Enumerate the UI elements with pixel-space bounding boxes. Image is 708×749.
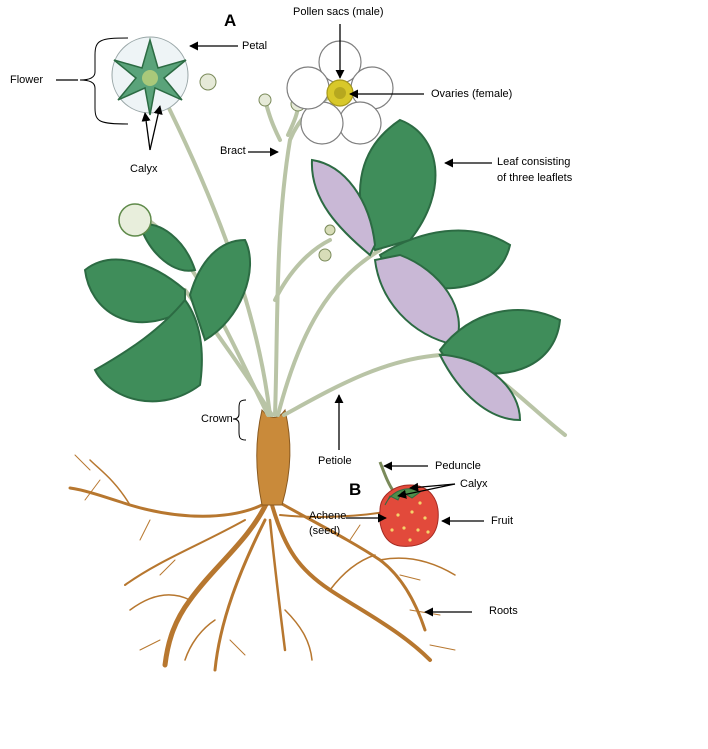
strawberry-fruit: [380, 462, 439, 546]
crown-label: Crown: [201, 413, 233, 426]
leaf-left: [85, 224, 250, 401]
ovaries-label: Ovaries (female): [431, 88, 512, 101]
bract-label: Bract: [220, 145, 246, 158]
roots-label: Roots: [489, 605, 518, 618]
crown-brace: [233, 400, 246, 440]
calyx-top-label: Calyx: [130, 163, 158, 176]
crown: [257, 410, 290, 505]
petiole-label: Petiole: [318, 455, 352, 468]
fruit-label: Fruit: [491, 515, 513, 528]
pollen-sacs-label: Pollen sacs (male): [293, 6, 383, 19]
petal-label: Petal: [242, 40, 267, 53]
panel-label-b: B: [349, 480, 361, 500]
flower-calyx-view: [112, 37, 188, 115]
panel-label-a: A: [224, 11, 236, 31]
peduncle-label: Peduncle: [435, 460, 481, 473]
leaf-label-line1: Leaf consisting: [497, 156, 570, 169]
calyx-fruit-label: Calyx: [460, 478, 488, 491]
achene-label-line2: (seed): [309, 525, 340, 538]
flower-label: Flower: [10, 74, 43, 87]
achene-label-line1: Achene: [309, 510, 346, 523]
leaf-label-line2: of three leaflets: [497, 172, 572, 185]
